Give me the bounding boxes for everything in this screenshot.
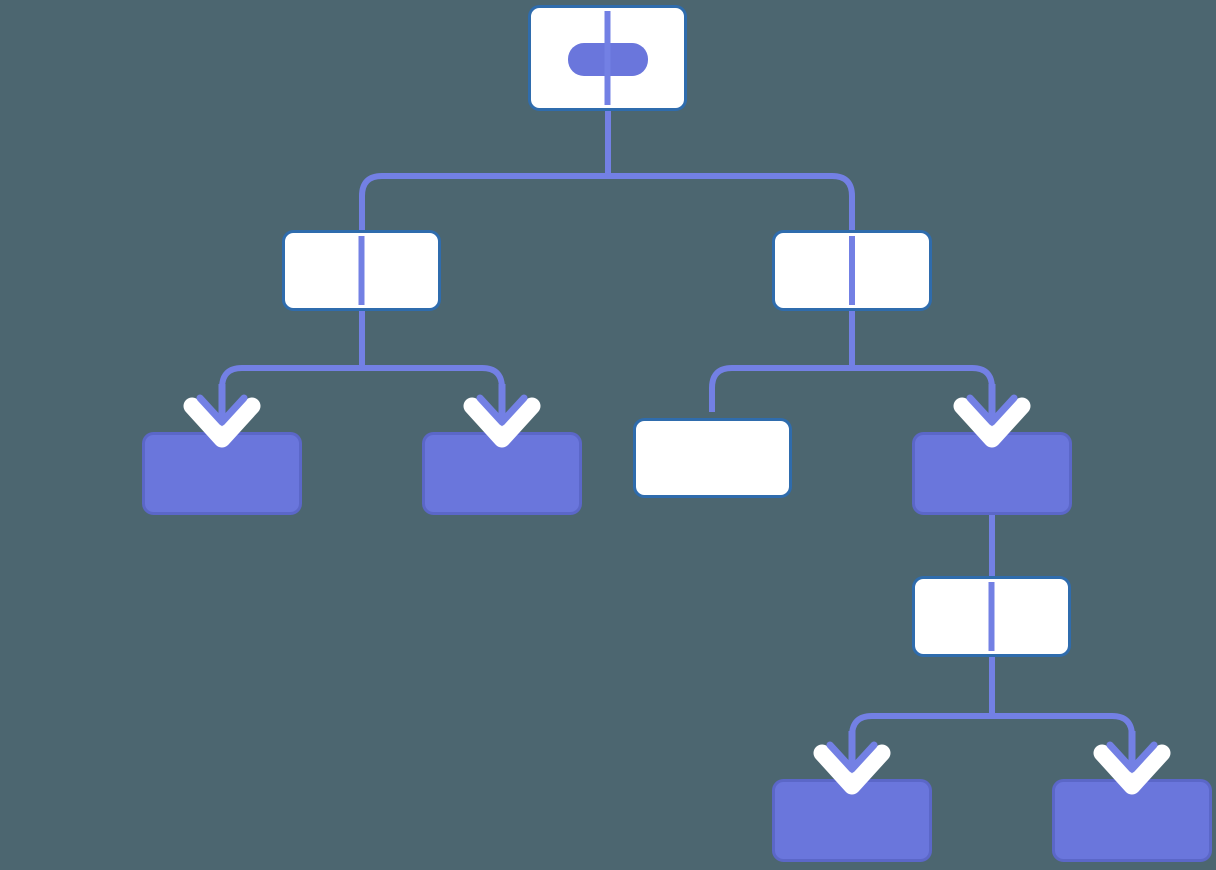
arrowhead-leaf-b xyxy=(463,384,541,448)
arrowhead-leaf-l4b-white-chevron xyxy=(1093,744,1171,795)
arrowhead-leaf-l4a-white-chevron xyxy=(813,744,891,795)
edge-level1-right-to-white-node xyxy=(709,365,852,412)
arrowhead-leaf-a-white-chevron xyxy=(183,397,261,448)
arrowhead-branch xyxy=(953,384,1031,448)
level2-white-node[interactable] xyxy=(633,418,792,498)
edge-root-to-level1-right xyxy=(608,173,855,270)
arrowhead-leaf-b-white-chevron xyxy=(463,397,541,448)
level2-white-node-rect xyxy=(633,418,792,498)
edge-root-to-level1-left xyxy=(359,173,608,270)
arrowhead-leaf-a xyxy=(183,384,261,448)
arrowhead-leaf-l4a xyxy=(813,731,891,795)
arrowhead-leaf-l4b xyxy=(1093,731,1171,795)
arrowhead-branch-white-chevron xyxy=(953,397,1031,448)
